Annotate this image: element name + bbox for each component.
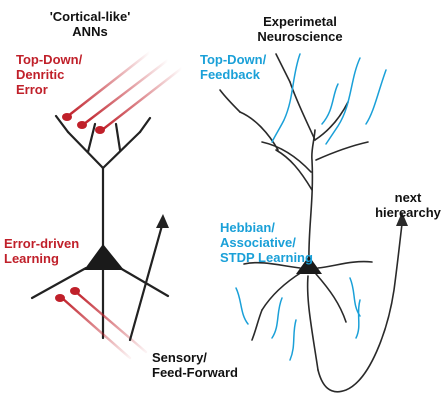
bio-next-hierarchy-label: next hierearchy (375, 190, 441, 220)
bio-basal-dendrite (251, 309, 263, 341)
ann-topdown-synapse (77, 121, 87, 129)
left-panel-title: 'Cortical-like' ANNs (49, 9, 131, 39)
bio-apical-branch (275, 53, 291, 83)
bio-soma (296, 256, 322, 274)
bio-basal-dendrite (261, 271, 303, 311)
ann-apical-branch (101, 130, 142, 170)
bio-topdown-label: Top-Down/ Feedback (200, 52, 267, 82)
ann-apical-branch (54, 114, 70, 134)
ann-basal-input (74, 290, 148, 354)
ann-neuron (30, 50, 184, 360)
bio-basal-dendrite (317, 260, 373, 269)
right-panel-title: Experimetal Neuroscience (257, 14, 343, 44)
bio-lateral-fiber (355, 299, 361, 339)
bio-feedback-fiber (271, 53, 301, 143)
bio-apical-branch (314, 101, 349, 141)
bio-lateral-fiber (271, 297, 283, 339)
ann-apical-branch (114, 122, 122, 152)
bio-hebbian-label: Hebbian/ Associative/ STDP Learning (220, 220, 313, 265)
ann-basal-input (60, 296, 132, 360)
ann-error-learning-label: Error-driven Learning (4, 236, 80, 266)
bio-apical-trunk (308, 129, 316, 263)
ann-sensory-label: Sensory/ Feed-Forward (152, 350, 238, 380)
ann-soma (84, 244, 124, 270)
ann-topdown-synapse (95, 126, 105, 134)
bio-lateral-fiber (289, 319, 297, 361)
bio-neuron (219, 53, 408, 393)
ann-topdown-input (82, 58, 170, 126)
bio-axon (306, 275, 319, 371)
ann-feedforward-arrow (128, 220, 165, 342)
bio-axon-output (317, 223, 403, 393)
ann-topdown-input (66, 50, 152, 118)
ann-apical-branch (66, 130, 105, 170)
bio-apical-branch (219, 89, 241, 113)
ann-basal-dendrite (118, 266, 170, 298)
bio-apical-branch (275, 149, 313, 191)
ann-topdown-label: Top-Down/ Denritic Error (16, 52, 83, 97)
bio-apical-branch (261, 141, 312, 173)
bio-output-arrowhead (396, 212, 408, 226)
ann-feedforward-arrowhead (156, 214, 169, 228)
bio-basal-dendrite (243, 261, 301, 269)
bio-feedback-fiber (321, 83, 339, 125)
bio-lateral-fiber (235, 287, 249, 325)
ann-apical-branch (86, 122, 97, 154)
bio-feedback-fiber (365, 69, 387, 125)
bio-basal-dendrite (315, 273, 347, 323)
ann-basal-dendrite (30, 266, 88, 300)
ann-topdown-synapse (62, 113, 72, 121)
ann-basal-synapse (55, 294, 65, 302)
ann-apical-branch (138, 116, 152, 134)
bio-apical-branch (239, 111, 279, 151)
bio-apical-branch (315, 141, 369, 161)
ann-topdown-input (100, 66, 184, 132)
ann-basal-synapse (70, 287, 80, 295)
bio-apical-branch (289, 81, 316, 141)
bio-feedback-fiber (325, 57, 361, 145)
